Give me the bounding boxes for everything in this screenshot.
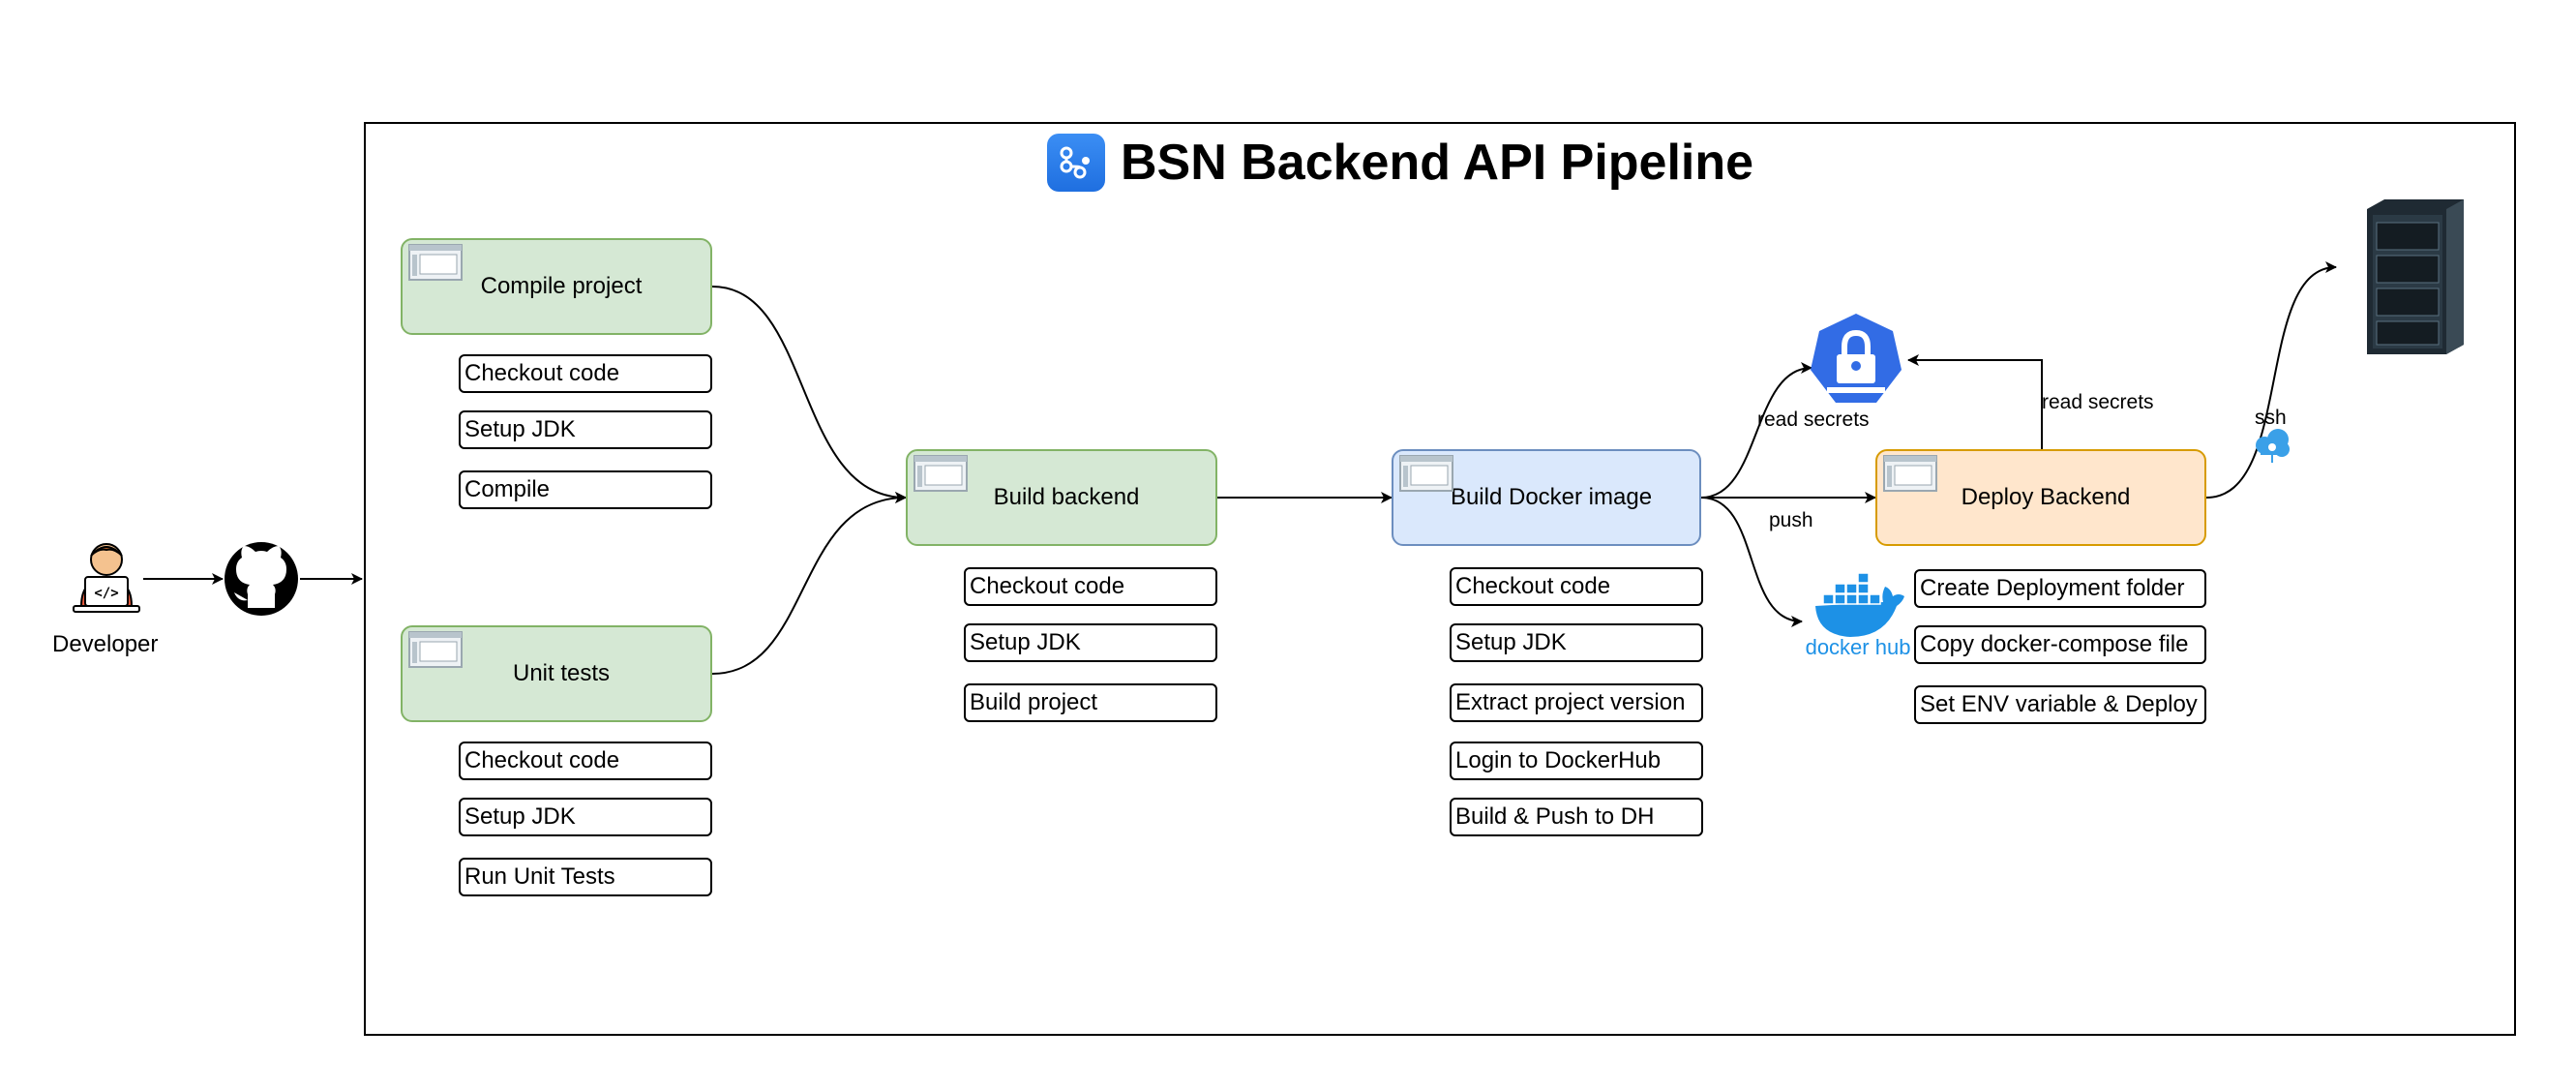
computer-window-icon (1883, 455, 1937, 492)
server-rack-icon (2367, 199, 2464, 354)
developer-icon: </> (73, 543, 140, 613)
job-label: Build backend (993, 484, 1140, 510)
dockerhub-text: docker hub (1806, 635, 1911, 659)
job-label: Build Docker image (1450, 484, 1653, 510)
step-compile: Compile (459, 470, 712, 509)
edge-docker-dockerhub (1700, 497, 1803, 627)
dockerhub-icon: docker hub (1806, 572, 1911, 659)
step-set-env-deploy: Set ENV variable & Deploy (1914, 685, 2206, 724)
step-login-dockerhub: Login to DockerHub (1450, 742, 1703, 780)
edge-deploy-secrets (1907, 354, 2043, 451)
job-unit-tests[interactable]: Unit tests (401, 625, 712, 722)
title-text: BSN Backend API Pipeline (1121, 135, 1754, 191)
job-compile-project[interactable]: Compile project (401, 238, 712, 335)
kubernetes-secret-icon (1811, 314, 1902, 403)
step-setup-jdk: Setup JDK (459, 410, 712, 449)
step-setup-jdk: Setup JDK (459, 798, 712, 836)
computer-window-icon (408, 631, 463, 668)
computer-window-icon (914, 455, 968, 492)
step-setup-jdk: Setup JDK (1450, 623, 1703, 662)
edge-label-push: push (1769, 509, 1813, 531)
edge-deploy-server (2205, 261, 2337, 499)
step-checkout-code: Checkout code (459, 742, 712, 780)
step-create-deployment-folder: Create Deployment folder (1914, 569, 2206, 608)
step-build-project: Build project (964, 683, 1217, 722)
step-checkout-code: Checkout code (1450, 567, 1703, 606)
step-checkout-code: Checkout code (459, 354, 712, 393)
svg-text:</>: </> (94, 586, 118, 601)
job-label: Compile project (480, 273, 643, 299)
edge-label-read-secrets: read secrets (1757, 409, 1870, 431)
computer-window-icon (408, 244, 463, 281)
job-label: Unit tests (512, 660, 611, 686)
edge-tests-build (711, 492, 907, 675)
pipeline-title: BSN Backend API Pipeline (1047, 132, 1753, 194)
job-build-docker-image[interactable]: Build Docker image (1392, 449, 1701, 546)
computer-window-icon (1399, 455, 1453, 492)
step-checkout-code: Checkout code (964, 567, 1217, 606)
github-icon (225, 542, 298, 616)
job-label: Deploy Backend (1961, 484, 2131, 510)
step-setup-jdk: Setup JDK (964, 623, 1217, 662)
step-copy-docker-compose: Copy docker-compose file (1914, 625, 2206, 664)
pipeline-frame (364, 122, 2516, 1036)
edge-compile-build (711, 286, 907, 503)
edge-label-read-secrets: read secrets (2042, 391, 2154, 413)
step-build-push-dh: Build & Push to DH (1450, 798, 1703, 836)
github-actions-icon (1047, 134, 1105, 192)
azure-cloud-icon (2256, 429, 2290, 463)
edge-docker-secrets (1700, 362, 1812, 499)
edge-label-ssh: ssh (2255, 407, 2287, 429)
step-run-unit-tests: Run Unit Tests (459, 858, 712, 896)
step-extract-project-version: Extract project version (1450, 683, 1703, 722)
job-build-backend[interactable]: Build backend (906, 449, 1217, 546)
job-deploy-backend[interactable]: Deploy Backend (1875, 449, 2206, 546)
developer-label: Developer (52, 631, 159, 657)
